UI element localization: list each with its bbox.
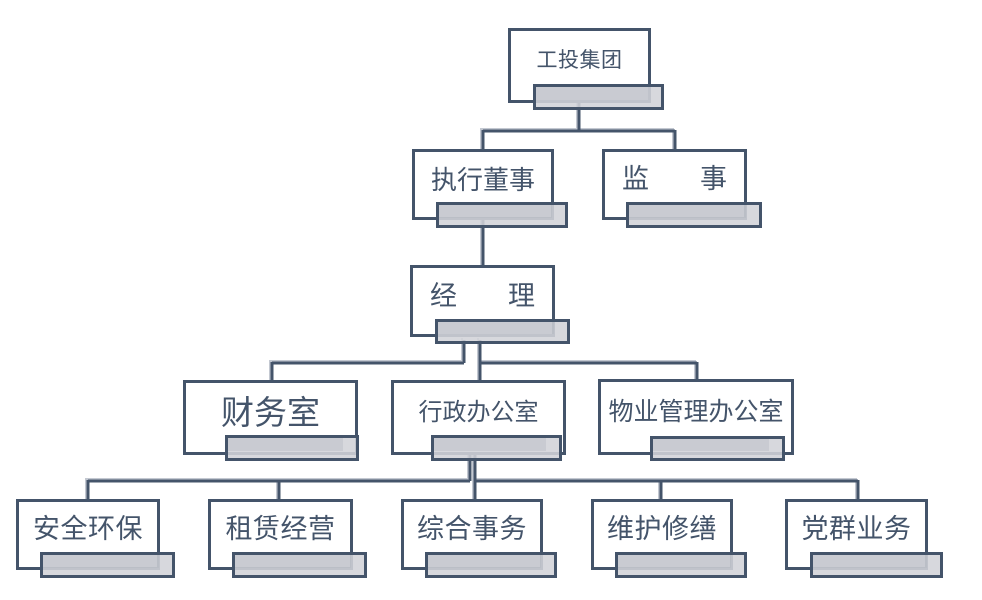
node-shadow [40,552,175,578]
org-node-supervisor: 监 事 [602,149,762,228]
node-shadow [435,319,570,344]
org-node-admin-office: 行政办公室 [391,380,566,461]
org-node-party-mass: 党群业务 [785,499,943,578]
org-node-executive-director: 执行董事 [412,149,568,228]
org-node-leasing-ops: 租赁经营 [208,499,367,578]
node-label: 工投集团 [536,49,623,72]
node-label: 执行董事 [430,164,535,195]
node-label: 安全环保 [33,514,143,544]
node-label: 综合事务 [417,514,527,544]
org-node-general-affairs: 综合事务 [401,499,557,578]
org-node-maintenance-repair: 维护修缮 [591,499,747,578]
node-shadow [436,202,568,228]
org-node-property-office: 物业管理办公室 [598,379,794,461]
node-shadow [626,202,762,228]
node-label: 行政办公室 [418,398,539,426]
node-shadow [650,436,785,461]
node-label: 租赁经营 [225,514,336,544]
node-label: 维护修缮 [607,514,717,544]
node-label: 物业管理办公室 [608,397,784,426]
node-label: 财务室 [221,394,320,431]
node-shadow [431,435,562,461]
connector-dark [86,100,860,502]
node-shadow [232,552,367,578]
node-shadow [425,552,557,578]
node-shadow [225,435,359,461]
node-label: 监 事 [622,164,739,194]
org-node-group: 工投集团 [508,28,664,110]
node-shadow [810,552,943,578]
org-node-safety-env: 安全环保 [16,499,175,578]
connector-highlight [85,98,857,500]
node-shadow [533,84,664,110]
org-node-manager: 经 理 [410,265,570,344]
node-label: 党群业务 [801,514,912,544]
org-node-finance-office: 财务室 [183,380,359,461]
node-label: 经 理 [430,280,547,311]
node-shadow [615,552,747,578]
